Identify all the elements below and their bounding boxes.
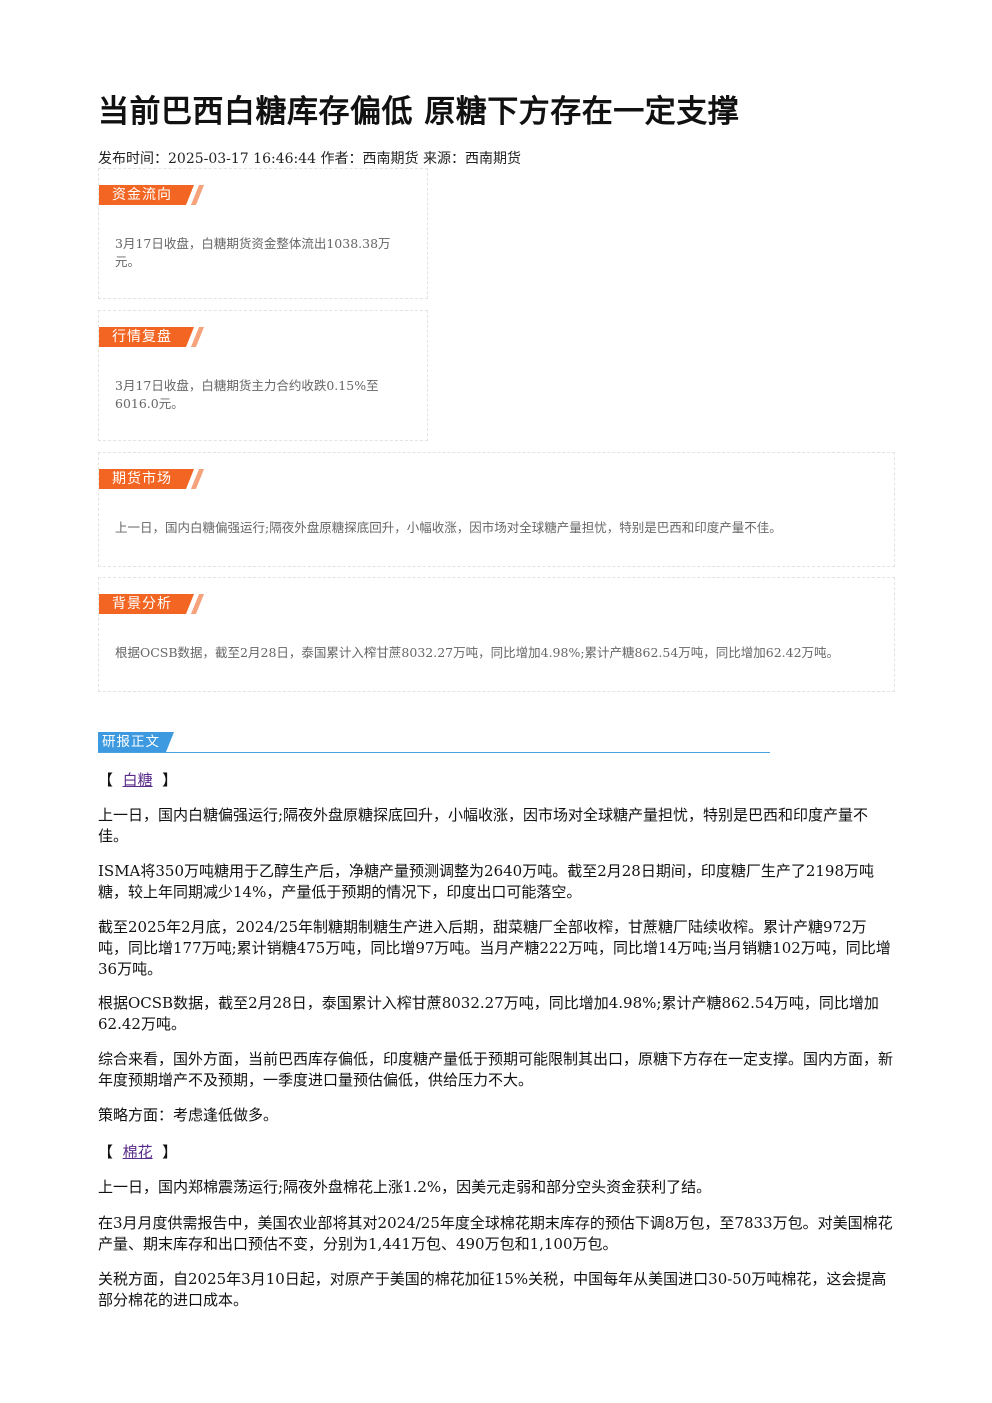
fund-flow-tag: 资金流向 — [99, 185, 205, 205]
sugar-paragraph: 策略方面：考虑逢低做多。 — [98, 1106, 279, 1124]
background-tag: 背景分析 — [99, 594, 205, 614]
sugar-paragraph: ISMA将350万吨糖用于乙醇生产后，净糖产量预测调整为2640万吨。截至2月2… — [98, 862, 875, 901]
cotton-paragraph: 上一日，国内郑棉震荡运行;隔夜外盘棉花上涨1.2%，因美元走弱和部分空头资金获利… — [98, 1178, 712, 1196]
article-meta: 发布时间：2025-03-17 16:46:44 作者：西南期货 来源：西南期货 — [98, 151, 521, 167]
futures-market-box: 期货市场 上一日，国内白糖偏强运行;隔夜外盘原糖探底回升，小幅收涨，因市场对全球… — [98, 452, 895, 567]
sugar-heading: 【 白糖 】 — [98, 769, 177, 790]
background-tag-label: 背景分析 — [112, 596, 172, 612]
fund-flow-tag-label: 资金流向 — [112, 187, 172, 203]
report-header-tag: 研报正文 — [98, 732, 174, 752]
futures-market-tag: 期货市场 — [99, 469, 205, 489]
cotton-link[interactable]: 棉花 — [122, 1143, 153, 1161]
cotton-paragraph: 关税方面，自2025年3月10日起，对原产于美国的棉花加征15%关税，中国每年从… — [98, 1270, 887, 1309]
market-review-tag: 行情复盘 — [99, 327, 205, 347]
futures-market-text: 上一日，国内白糖偏强运行;隔夜外盘原糖探底回升，小幅收涨，因市场对全球糖产量担忧… — [115, 520, 782, 535]
bracket-open: 【 — [98, 1143, 114, 1161]
sugar-link[interactable]: 白糖 — [122, 771, 153, 789]
market-review-text: 3月17日收盘，白糖期货主力合约收跌0.15%至6016.0元。 — [115, 378, 379, 411]
fund-flow-box: 资金流向 3月17日收盘，白糖期货资金整体流出1038.38万元。 — [98, 168, 428, 299]
bracket-close: 】 — [162, 771, 178, 789]
background-box: 背景分析 根据OCSB数据，截至2月28日，泰国累计入榨甘蔗8032.27万吨，… — [98, 577, 895, 692]
bracket-close: 】 — [162, 1143, 178, 1161]
article-title: 当前巴西白糖库存偏低 原糖下方存在一定支撑 — [98, 94, 740, 130]
sugar-paragraph: 截至2025年2月底，2024/25年制糖期制糖生产进入后期，甜菜糖厂全部收榨，… — [98, 918, 891, 978]
cotton-heading: 【 棉花 】 — [98, 1141, 177, 1162]
sugar-paragraph: 根据OCSB数据，截至2月28日，泰国累计入榨甘蔗8032.27万吨，同比增加4… — [98, 994, 879, 1033]
report-header: 研报正文 — [98, 732, 770, 753]
market-review-box: 行情复盘 3月17日收盘，白糖期货主力合约收跌0.15%至6016.0元。 — [98, 310, 428, 441]
fund-flow-text: 3月17日收盘，白糖期货资金整体流出1038.38万元。 — [115, 236, 391, 269]
cotton-paragraph: 在3月月度供需报告中，美国农业部将其对2024/25年度全球棉花期末库存的预估下… — [98, 1214, 893, 1253]
bracket-open: 【 — [98, 771, 114, 789]
sugar-paragraph: 综合来看，国外方面，当前巴西库存偏低，印度糖产量低于预期可能限制其出口，原糖下方… — [98, 1050, 894, 1089]
futures-market-tag-label: 期货市场 — [112, 471, 172, 487]
market-review-tag-label: 行情复盘 — [112, 329, 172, 345]
background-text: 根据OCSB数据，截至2月28日，泰国累计入榨甘蔗8032.27万吨，同比增加4… — [115, 645, 840, 660]
sugar-paragraph: 上一日，国内白糖偏强运行;隔夜外盘原糖探底回升，小幅收涨，因市场对全球糖产量担忧… — [98, 806, 869, 845]
